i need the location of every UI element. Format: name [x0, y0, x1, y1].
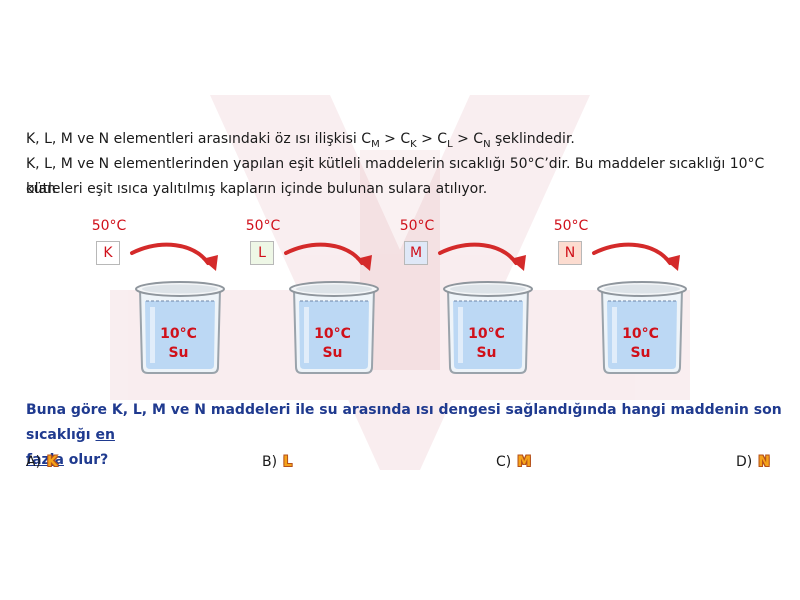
subscript-l: L	[447, 138, 453, 150]
water-temperature: 10°C	[160, 326, 197, 342]
subscript-n: N	[483, 138, 491, 150]
stem-text: > C	[452, 131, 484, 147]
question-end: olur?	[63, 452, 109, 468]
question-main: Buna göre K, L, M ve N maddeleri ile su …	[26, 402, 782, 443]
stem-line-2: K, L, M ve N elementlerinden yapılan eşi…	[26, 156, 765, 197]
question-emphasis: fazla	[26, 452, 64, 468]
question-text: Buna göre K, L, M ve N maddeleri ile su …	[26, 398, 786, 473]
option-letter: B)	[262, 454, 278, 470]
beaker-icon	[597, 281, 687, 374]
water-temperature: 10°C	[314, 326, 351, 342]
water-temperature: 10°C	[468, 326, 505, 342]
option-letter: C)	[496, 454, 512, 470]
option-c[interactable]: C) M	[496, 450, 531, 474]
question-emphasis: en	[95, 427, 115, 443]
option-value: L	[283, 454, 292, 470]
option-b[interactable]: B) L	[262, 450, 292, 474]
subscript-m: M	[371, 138, 380, 150]
setup-unit-l: 50°C L 10°C Su	[240, 215, 400, 375]
water-label: Su	[322, 345, 343, 361]
beaker-icon	[289, 281, 379, 374]
stem-text: > C	[416, 131, 448, 147]
water-temperature: 10°C	[622, 326, 659, 342]
option-value: M	[517, 454, 532, 470]
stem-line-3: kütleleri eşit ısıca yalıtılmış kapların…	[26, 181, 488, 197]
curved-arrow-icon	[592, 242, 680, 271]
stem-text: şeklindedir.	[490, 131, 575, 147]
substance-box: N	[558, 241, 582, 265]
option-d[interactable]: D) N	[736, 450, 770, 474]
substance-temperature: 50°C	[91, 218, 127, 234]
water-label: Su	[476, 345, 497, 361]
stem-line-1: K, L, M ve N elementleri arasındaki öz ı…	[26, 127, 786, 157]
setup-unit-n: 50°C N 10°C Su	[548, 215, 708, 375]
option-value: N	[758, 454, 770, 470]
water-label: Su	[630, 345, 651, 361]
curved-arrow-icon	[284, 242, 372, 271]
answer-options: A) K B) L C) M D) N	[0, 450, 800, 476]
stem-text: K, L, M ve N elementleri arasındaki öz ı…	[26, 131, 372, 147]
substance-temperature: 50°C	[553, 218, 589, 234]
beaker-icon	[443, 281, 533, 374]
substance-box: L	[250, 241, 274, 265]
beaker-icon	[135, 281, 225, 374]
option-value: K	[47, 454, 58, 470]
substance-box: M	[404, 241, 428, 265]
water-label: Su	[168, 345, 189, 361]
stem-text: > C	[379, 131, 411, 147]
curved-arrow-icon	[130, 242, 218, 271]
substance-box: K	[96, 241, 120, 265]
substance-temperature: 50°C	[245, 218, 281, 234]
subscript-k: K	[410, 138, 417, 150]
option-letter: A)	[26, 454, 42, 470]
option-letter: D)	[736, 454, 753, 470]
option-a[interactable]: A) K	[26, 450, 58, 474]
setup-unit-m: 50°C M 10°C Su	[394, 215, 554, 375]
substance-temperature: 50°C	[399, 218, 435, 234]
experiment-setup: 50°C K 10°C Su 50°C L	[0, 215, 800, 375]
setup-unit-k: 50°C K 10°C Su	[86, 215, 246, 375]
curved-arrow-icon	[438, 242, 526, 271]
